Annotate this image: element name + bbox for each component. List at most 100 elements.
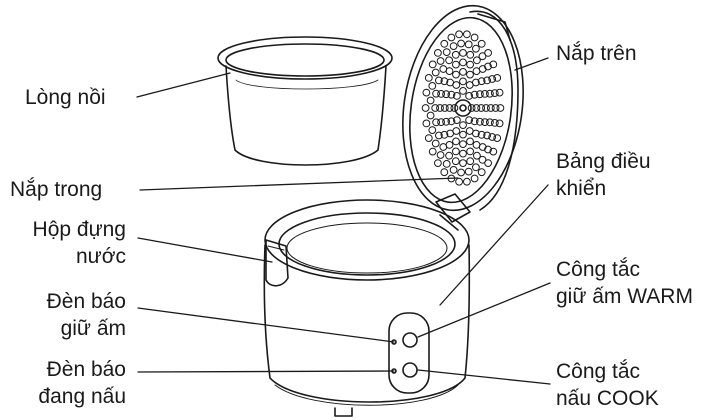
lid-hole	[449, 42, 458, 50]
lid-hole	[421, 104, 430, 112]
inner-pot	[217, 36, 393, 166]
label-water-box-line1: Hộp đựng	[32, 218, 126, 241]
leader-lines	[136, 57, 551, 385]
warm-switch-icon	[402, 332, 418, 348]
lid-hole	[459, 77, 467, 86]
lid-hole	[426, 111, 435, 120]
lid-hole	[472, 163, 480, 172]
lid-hole	[484, 49, 493, 57]
top-lid	[402, 4, 524, 212]
lid-hole	[424, 74, 433, 82]
cooker-body	[263, 193, 471, 417]
lid-hole	[467, 104, 476, 112]
leader-water-box	[137, 237, 273, 263]
lid-hole	[472, 104, 481, 112]
lid-hole	[464, 40, 473, 49]
lid-hole	[431, 139, 440, 148]
lid-hole	[439, 65, 448, 73]
lid-hole	[455, 177, 464, 186]
lid-hole	[436, 104, 444, 112]
lid-hole	[459, 58, 467, 67]
lid-hole	[477, 168, 486, 177]
lid-hole	[442, 117, 451, 126]
lid-hole	[476, 117, 484, 126]
lid-holes	[421, 30, 505, 186]
lid-hole	[436, 151, 445, 159]
lid-hole	[457, 168, 466, 177]
lid-hole	[473, 151, 481, 160]
lid-hole	[476, 90, 484, 99]
lid-hole	[453, 116, 461, 124]
label-warm-switch-line2: giữ ấm WARM	[556, 285, 693, 308]
lid-hole	[481, 118, 489, 126]
label-warm-switch-line1: Công tắc	[556, 258, 641, 281]
lid-hole	[428, 126, 437, 135]
lid-hole	[482, 104, 490, 112]
lid-hole	[442, 160, 451, 168]
lid-hole	[496, 104, 505, 112]
lid-hole	[483, 131, 492, 140]
lid-hole	[486, 89, 494, 98]
lid-hole	[435, 131, 443, 140]
lid-hole	[491, 104, 500, 112]
label-control-panel: Bảng điều khiển	[556, 148, 651, 202]
lid-hole	[452, 60, 460, 69]
lid-hole	[477, 77, 486, 86]
lid-hole	[435, 76, 443, 85]
lid-hole	[472, 129, 480, 138]
lid-hole	[446, 129, 455, 138]
label-warm-switch: Công tắc giữ ấm WARM	[556, 256, 693, 310]
lid-hole	[484, 145, 492, 154]
label-cook-switch-line2: nấu COOK	[556, 387, 659, 410]
lid-hole	[472, 78, 480, 87]
lid-hole	[459, 159, 467, 168]
lid-hole	[473, 56, 481, 65]
lid-hole	[440, 39, 449, 48]
lid-hole	[478, 155, 487, 164]
lid-hole	[459, 68, 467, 76]
lid-hole	[422, 119, 431, 128]
lid-hole	[465, 116, 474, 124]
lid-hole	[455, 30, 464, 39]
lid-hole	[489, 147, 498, 156]
lid-hole	[447, 90, 456, 99]
lid-hole	[486, 118, 494, 127]
lid-hole	[483, 76, 492, 85]
lid-hole	[451, 50, 460, 59]
lid-hole	[459, 87, 467, 95]
lid-hole	[432, 118, 441, 127]
lid-hole	[439, 143, 448, 151]
lid-hole	[489, 60, 498, 69]
leader-control-panel	[439, 184, 549, 306]
label-top-lid: Nắp trên	[556, 42, 637, 65]
lid-hole	[440, 130, 449, 139]
lid-hole	[446, 78, 455, 87]
lid-hole	[463, 177, 471, 186]
lid-hole	[457, 39, 466, 48]
lid-hole	[470, 33, 479, 42]
lid-hole	[440, 168, 449, 177]
lid-hole	[459, 140, 467, 149]
lid-hole	[459, 130, 467, 139]
lid-hole	[490, 119, 499, 127]
label-cook-switch-line1: Công tắc	[556, 360, 641, 383]
lid-hole	[445, 56, 454, 65]
lid-hole	[452, 137, 460, 146]
label-cook-lamp-line2: đang nấu	[38, 385, 126, 408]
lid-hole	[431, 68, 440, 77]
lid-hole	[449, 166, 458, 174]
lid-hole	[434, 159, 442, 168]
label-warm-lamp: Đèn báo giữ ấm	[10, 288, 126, 342]
lid-hole	[445, 151, 454, 160]
lid-hole	[428, 60, 437, 69]
label-control-panel-line2: khiển	[556, 177, 607, 200]
lid-hole	[451, 157, 460, 166]
lid-hole	[459, 49, 467, 57]
lid-hole	[477, 104, 486, 112]
lid-hole	[440, 104, 449, 112]
label-water-box: Hộp đựng nước	[10, 216, 126, 270]
lid-hole	[428, 82, 437, 90]
lid-hole	[466, 157, 475, 166]
